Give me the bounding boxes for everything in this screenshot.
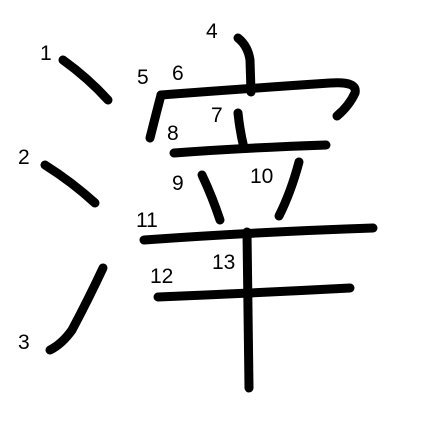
stroke-number-5: 5 <box>137 66 149 89</box>
stroke-number-4: 4 <box>206 20 218 43</box>
stroke-5 <box>145 90 166 143</box>
stroke-9 <box>197 170 225 225</box>
stroke-10 <box>274 157 304 221</box>
stroke-number-13: 13 <box>212 251 235 274</box>
stroke-number-10: 10 <box>250 165 273 188</box>
stroke-11 <box>139 223 378 245</box>
stroke-7 <box>233 108 249 153</box>
stroke-number-3: 3 <box>18 331 30 354</box>
stroke-number-9: 9 <box>172 172 184 195</box>
stroke-number-1: 1 <box>40 42 52 65</box>
stroke-12 <box>153 283 355 302</box>
stroke-13 <box>242 227 254 393</box>
stroke-1 <box>58 55 113 105</box>
stroke-2 <box>40 160 100 208</box>
stroke-number-11: 11 <box>136 209 158 232</box>
stroke-8 <box>169 140 331 158</box>
stroke-number-7: 7 <box>211 104 223 127</box>
stroke-4 <box>233 33 256 97</box>
stroke-number-8: 8 <box>167 122 179 145</box>
stroke-3 <box>45 263 108 355</box>
stroke-6 <box>156 78 360 121</box>
stroke-number-12: 12 <box>150 265 173 288</box>
stroke-number-6: 6 <box>172 62 184 85</box>
stroke-number-2: 2 <box>18 146 30 169</box>
